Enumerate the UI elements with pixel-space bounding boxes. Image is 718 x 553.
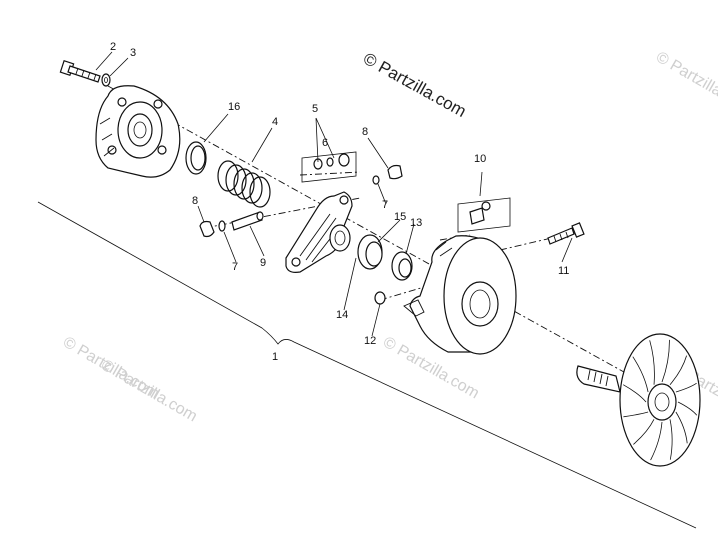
weight-kit-box — [457, 197, 511, 233]
callout-11: 11 — [558, 265, 569, 277]
callout-9: 9 — [260, 257, 266, 269]
assembly-bracket — [37, 201, 697, 529]
sheave-bolt — [547, 222, 585, 245]
spring-coil — [249, 176, 271, 208]
spider-arm — [285, 191, 353, 273]
cooling-fin — [623, 384, 647, 403]
callout-8-lower: 8 — [192, 195, 198, 207]
callout-14: 14 — [336, 309, 348, 321]
callout-8-upper: 8 — [362, 126, 368, 138]
leader-lines — [95, 51, 573, 337]
callout-5: 5 — [312, 103, 318, 115]
cooling-fin — [675, 382, 697, 393]
cap-screw-washer — [372, 175, 380, 185]
seal — [391, 251, 413, 281]
ring — [185, 141, 207, 175]
callout-2: 2 — [110, 41, 116, 53]
watermark-top-right: © Partzilla.com — [653, 49, 718, 118]
callout-1: 1 — [272, 351, 278, 363]
cooling-fin — [633, 419, 655, 445]
callout-16: 16 — [228, 101, 240, 113]
cover-plate — [95, 85, 181, 178]
pin-cap — [199, 220, 215, 238]
callout-10: 10 — [474, 153, 486, 165]
cooling-fins — [623, 339, 698, 461]
cooling-fin — [661, 339, 670, 383]
cooling-fin — [677, 401, 698, 416]
spring-coil — [241, 172, 263, 204]
spring-coil — [225, 164, 247, 196]
watermark-left-bottom: © Partzilla.com — [98, 357, 200, 426]
callout-3: 3 — [130, 47, 136, 59]
cooling-fin — [675, 411, 688, 444]
center-line-box1 — [299, 171, 361, 176]
spring-coil — [233, 168, 255, 200]
moveable-sheave — [403, 235, 517, 355]
cooling-fin — [649, 340, 655, 385]
callout-7-upper: 7 — [382, 199, 388, 211]
callout-15: 15 — [394, 211, 406, 223]
bushing — [357, 234, 383, 270]
cooling-fin — [623, 411, 649, 418]
pin-washer — [218, 220, 226, 232]
roller-pin — [231, 211, 264, 231]
cover-bolt — [59, 59, 101, 83]
cooling-fin — [669, 355, 687, 385]
spring-coil — [217, 160, 239, 192]
cap-screw — [387, 164, 403, 180]
fixed-sheave — [576, 333, 701, 467]
callout-7-lower: 7 — [232, 261, 238, 273]
cooling-fin — [632, 356, 649, 393]
callout-13: 13 — [410, 217, 422, 229]
callout-12: 12 — [364, 335, 376, 347]
roller-kit-box — [301, 151, 357, 183]
callout-4: 4 — [272, 116, 278, 128]
small-bushing — [374, 291, 386, 305]
callout-6: 6 — [322, 137, 328, 149]
washer — [101, 73, 111, 87]
cooling-fin — [669, 419, 673, 460]
cooling-fin — [650, 421, 663, 461]
spring — [217, 160, 271, 208]
watermark-main: © Partzilla.com — [360, 49, 469, 121]
center-line-main — [107, 85, 661, 393]
